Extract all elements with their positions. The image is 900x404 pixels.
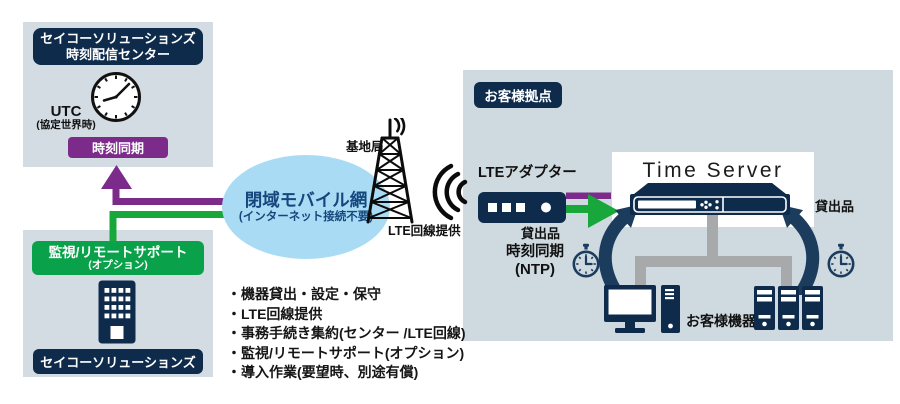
remote-support-badge: 監視/リモートサポート (オプション) <box>32 241 204 275</box>
service-item: ・監視/リモートサポート(オプション) <box>227 344 465 361</box>
utc-label: UTC (協定世界時) <box>25 104 107 131</box>
base-station-label: 基地局 <box>346 140 384 154</box>
adapter-loan-label: 貸出品 <box>521 226 561 241</box>
stopwatch-icon-left <box>572 243 600 278</box>
server-towers-icon <box>754 286 823 330</box>
time-server-icon <box>630 183 790 215</box>
remote-support-line1: 監視/リモートサポート <box>48 244 188 260</box>
panel-time-distribution-center: セイコーソリューションズ 時刻配信センター UTC (協定世界時) 時刻同期 <box>23 22 213 167</box>
network-name: 閉域モバイル網 <box>244 189 368 210</box>
company-badge: セイコーソリューションズ <box>33 349 203 374</box>
green-support-arrow <box>109 194 619 242</box>
closed-mobile-network: 閉域モバイル網 (インターネット接続不要) <box>222 155 390 259</box>
wireless-signal-icon <box>432 163 468 221</box>
desktop-computer-icon <box>604 285 680 333</box>
server-loan-label: 貸出品 <box>815 199 855 214</box>
time-server-title: Time Server <box>642 159 784 182</box>
office-building-icon <box>98 280 136 344</box>
remote-support-line2: (オプション) <box>88 258 148 271</box>
customer-site-badge: お客様拠点 <box>474 82 562 108</box>
service-item: ・事務手続き集約(センター /LTE回線) <box>227 325 466 341</box>
network-subtitle: (インターネット接続不要) <box>238 210 374 223</box>
ntp-sync-line1: 時刻同期 <box>506 244 564 260</box>
center-title-line1: セイコーソリューションズ <box>40 30 196 46</box>
center-title-badge: セイコーソリューションズ 時刻配信センター <box>33 28 203 65</box>
lte-adapter-icon <box>478 192 566 223</box>
service-list: ・機器貸出・設定・保守 ・LTE回線提供 ・事務手続き集約(センター /LTE回… <box>227 285 466 383</box>
gray-network-lines <box>635 210 792 290</box>
analog-clock-icon <box>91 72 141 122</box>
utc-subtext: (協定世界時) <box>36 119 96 131</box>
service-item: ・導入作業(要望時、別途有償) <box>227 364 419 380</box>
time-sync-badge: 時刻同期 <box>68 137 168 158</box>
ntp-sync-line2: (NTP) <box>515 261 555 278</box>
stopwatch-icon-right <box>827 243 855 278</box>
radio-tower-icon <box>366 118 414 224</box>
service-item: ・LTE回線提供 <box>227 305 323 322</box>
customer-site-label: お客様拠点 <box>484 89 552 104</box>
ntp-sync-label: 時刻同期 (NTP) <box>494 244 576 279</box>
center-title-line2: 時刻配信センター <box>65 46 170 62</box>
customer-devices-label: お客様機器 <box>686 313 756 329</box>
lte-adapter-label: LTEアダプター <box>478 165 577 181</box>
utc-text: UTC <box>50 103 82 120</box>
service-item: ・機器貸出・設定・保守 <box>227 286 381 302</box>
lte-line-label: LTE回線提供 <box>388 224 461 238</box>
company-name: セイコーソリューションズ <box>40 355 196 370</box>
panel-remote-support: 監視/リモートサポート (オプション) セイコーソリューションズ <box>23 230 213 377</box>
